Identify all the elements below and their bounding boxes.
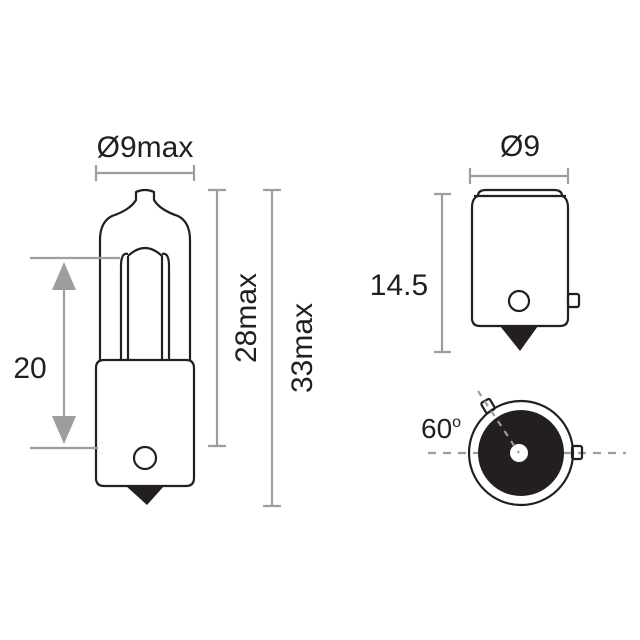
label-height-28: 28max bbox=[230, 273, 263, 363]
dim-filament-height: 20 bbox=[13, 256, 120, 450]
label-glass-diameter: Ø9max bbox=[97, 131, 194, 164]
label-height-33: 33max bbox=[286, 303, 319, 393]
base-pin-hole bbox=[507, 289, 531, 313]
dim-height-28: 28max bbox=[208, 188, 263, 448]
label-base-diameter: Ø9 bbox=[500, 130, 540, 163]
dim-base-height: 14.5 bbox=[370, 192, 451, 354]
base-side-pin bbox=[566, 292, 581, 309]
contact-tip bbox=[126, 486, 164, 505]
arrow-up bbox=[52, 262, 76, 290]
dim-base-diameter: Ø9 bbox=[468, 130, 570, 184]
base-contact-tip bbox=[500, 326, 538, 351]
filament bbox=[126, 246, 164, 360]
dim-height-33: 33max bbox=[263, 188, 319, 508]
end-pin-right bbox=[570, 444, 584, 461]
base-body bbox=[470, 188, 570, 328]
arrow-down bbox=[52, 416, 76, 444]
base-pin bbox=[132, 445, 158, 471]
base-end-view: 60o bbox=[421, 390, 626, 507]
end-pin-angled bbox=[480, 397, 496, 415]
glass-envelope bbox=[98, 188, 192, 360]
dim-glass-diameter: Ø9max bbox=[94, 131, 196, 181]
degree-mark: o bbox=[452, 414, 461, 431]
bulb-side-view bbox=[94, 188, 196, 505]
filament-wires bbox=[119, 252, 171, 360]
metal-base bbox=[94, 358, 196, 488]
label-pin-angle: 60o bbox=[421, 413, 461, 444]
centerline-angled bbox=[477, 390, 520, 454]
label-base-height: 14.5 bbox=[370, 269, 428, 302]
label-filament-height: 20 bbox=[13, 352, 46, 385]
base-side-view bbox=[470, 188, 581, 351]
